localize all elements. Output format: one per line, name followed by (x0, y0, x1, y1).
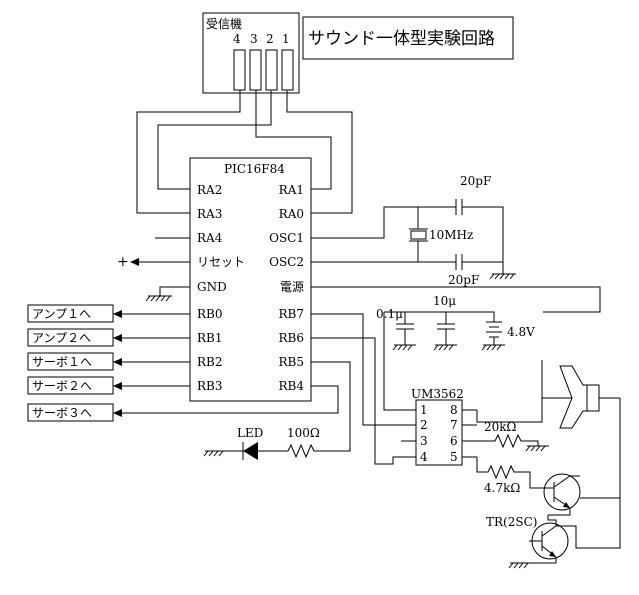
ic-pin: 4 (420, 450, 428, 464)
pic-pin-rb4: RB4 (279, 379, 305, 393)
pic-pin-rb6: RB6 (279, 331, 305, 345)
pic-pin-ra1: RA1 (279, 183, 304, 197)
output-servo3: サーボ３へ (32, 406, 92, 420)
transistor-top (543, 473, 581, 516)
crystal (410, 230, 427, 240)
speaker (542, 365, 621, 499)
ic-pin: 3 (420, 434, 428, 448)
output-wires (113, 310, 339, 417)
receiver-pin-4: 4 (233, 32, 241, 46)
transistor-label: TR(2SC) (486, 515, 537, 529)
ic-pin: 1 (420, 403, 428, 417)
ic-power-wire (383, 312, 401, 411)
receiver-pin-2: 2 (266, 32, 274, 46)
pic-pin-osc2: OSC2 (269, 255, 304, 269)
output-servo1: サーボ１へ (32, 355, 92, 369)
um3562-chip: UM3562 1 2 3 4 8 7 6 5 (401, 387, 477, 466)
ic-pin: 8 (450, 403, 458, 417)
pic-pin-rb1: RB1 (197, 331, 223, 345)
output-servo2: サーボ２へ (32, 379, 92, 393)
pic-pin-ra2: RA2 (197, 183, 222, 197)
crystal-freq: 10MHz (429, 228, 473, 242)
resistor-4k7: 4.7kΩ (476, 457, 546, 495)
r1-label: 20kΩ (484, 420, 517, 434)
gnd-symbol (392, 344, 416, 351)
ic-pin: 7 (450, 418, 458, 432)
pic-name: PIC16F84 (224, 162, 285, 176)
plus-label: + (117, 254, 129, 270)
receiver-pin-socket (249, 49, 262, 91)
c1-label: 0.1μ (376, 307, 403, 321)
output-labels: アンプ１へ アンプ２へ サーボ１へ サーボ２へ サーボ３へ (27, 304, 114, 422)
receiver: 受信機 4 3 2 1 (202, 12, 300, 94)
pic-pin-ra3: RA3 (197, 207, 222, 221)
power-rail: 0.1μ 10μ 4.8V (311, 286, 601, 351)
receiver-label: 受信機 (206, 16, 242, 31)
receiver-wires (136, 90, 353, 214)
pic-pin-rb2: RB2 (197, 355, 223, 369)
transistor-bottom: TR(2SC) (486, 498, 621, 569)
cap-bottom-label: 20pF (448, 273, 479, 287)
pic-pin-ra4: RA4 (197, 231, 223, 245)
gnd-symbol (481, 344, 505, 351)
pic-pin-rb0: RB0 (197, 307, 223, 321)
pic-pin-gnd: GND (197, 280, 227, 294)
led-diode (243, 442, 258, 460)
output-amp1: アンプ１へ (32, 307, 91, 321)
r2-label: 4.7kΩ (484, 481, 520, 495)
receiver-pin-socket (265, 49, 278, 91)
pic-pin-rb3: RB3 (197, 379, 223, 393)
pic-pin-rb5: RB5 (279, 355, 305, 369)
battery-label: 4.8V (507, 325, 535, 339)
title-box: サウンド一体型実験回路 (302, 16, 514, 60)
receiver-pin-3: 3 (250, 32, 258, 46)
output-amp2: アンプ２へ (32, 331, 91, 345)
gnd-symbol (145, 286, 190, 302)
ic-pin: 5 (450, 450, 458, 464)
oscillator: 20pF 10MHz 20pF (311, 174, 516, 287)
pic-pin-ra0: RA0 (279, 207, 304, 221)
ic-pin: 6 (450, 434, 458, 448)
led-section: LED 100Ω (203, 426, 320, 460)
cap-top-label: 20pF (460, 174, 491, 188)
ic-pin8-wire (476, 360, 543, 423)
c2-label: 10μ (433, 294, 456, 308)
reset-arrow (130, 258, 139, 266)
led-resistor-label: 100Ω (287, 426, 320, 440)
ic-pin: 2 (420, 418, 428, 432)
pic-pin-rb7: RB7 (279, 307, 305, 321)
circuit-title: サウンド一体型実験回路 (308, 29, 495, 49)
led-label: LED (237, 426, 263, 440)
pic-pin-power: 電源 (280, 280, 304, 294)
receiver-pin-1: 1 (282, 32, 290, 46)
receiver-pin-socket (281, 49, 294, 91)
receiver-pin-socket (233, 49, 246, 91)
resistor-20k: 20kΩ (477, 420, 549, 452)
pic-pin-reset: リセット (197, 255, 245, 269)
ic-name: UM3562 (411, 387, 464, 401)
gnd-symbol (433, 344, 457, 351)
reset-plus: + (117, 254, 190, 270)
resistor-100 (287, 443, 318, 459)
pic-chip: PIC16F84 RA2 RA3 RA4 リセット GND RB0 RB1 RB… (189, 157, 312, 402)
ic-input-wires (311, 313, 401, 465)
pic-pin-osc1: OSC1 (269, 231, 304, 245)
